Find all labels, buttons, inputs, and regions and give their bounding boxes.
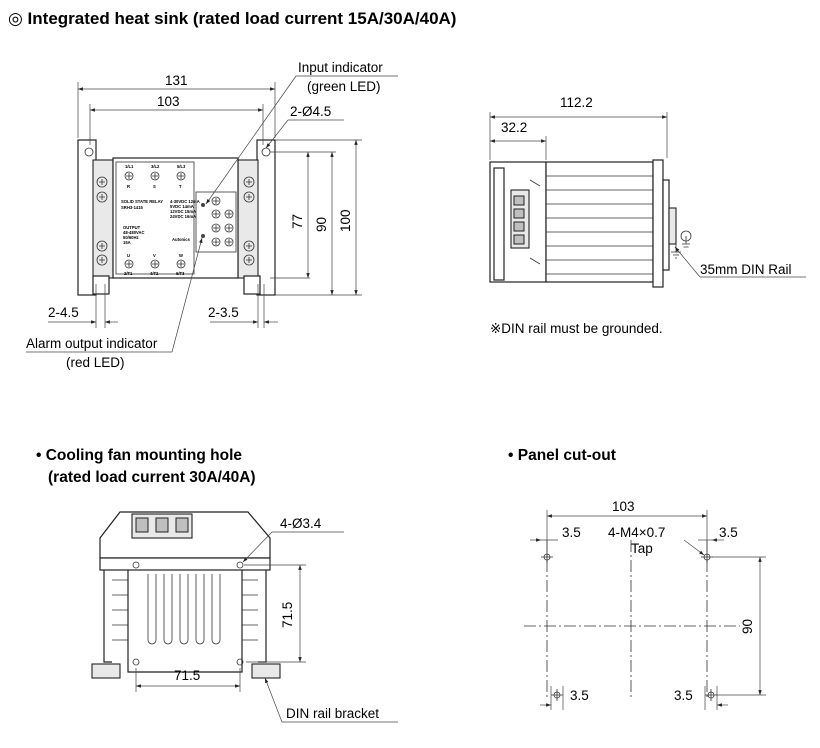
fan-fins (112, 570, 258, 662)
terminal-label-2: 2/T1 (124, 271, 133, 276)
page-title: ◎ Integrated heat sink (rated load curre… (8, 9, 456, 28)
cutout-bottom-left-dim: 3.5 (570, 688, 589, 703)
dim-2-3-5: 2-3.5 (208, 305, 239, 320)
grounding-note: ※DIN rail must be grounded. (490, 321, 663, 336)
device-header: SOLID STATE RELAY (121, 199, 163, 204)
dim-90: 90 (314, 217, 329, 232)
din-rail-label: 35mm DIN Rail (700, 262, 792, 277)
green-led-icon (201, 203, 205, 207)
terminal-label-5: 5/L3 (177, 164, 186, 169)
heat-sink-fins (545, 161, 654, 283)
top-terminals: 1/L1 3/L2 5/L3 R S T (124, 164, 186, 189)
left-bracket (77, 139, 114, 296)
dim-112-2: 112.2 (560, 95, 593, 110)
cutout-heading: • Panel cut-out (508, 447, 616, 464)
phase-letter-r: R (127, 184, 130, 189)
red-led-icon (201, 234, 205, 238)
input-spec-3: 12VDC 15mA (170, 209, 196, 214)
terminal-label-3: 3/L2 (151, 164, 160, 169)
cutout-right-margin: 3.5 (719, 525, 738, 540)
dim-77: 77 (290, 214, 305, 229)
tap-spec-label: 4-M4×0.7 (608, 525, 665, 540)
phase-letter-t: T (179, 184, 182, 189)
output-line-2: 48-480VAC (123, 230, 145, 235)
brand-logo: Autonics (172, 237, 191, 242)
bottom-terminals: U V W 2/T1 4/T2 6/T3 (124, 253, 186, 276)
din-bracket-right (251, 663, 281, 679)
cutout-dim-103: 103 (612, 499, 635, 514)
right-bracket (237, 139, 276, 296)
dim-32-2: 32.2 (501, 120, 527, 135)
input-spec-1: 4-30VDC 12mA (170, 199, 200, 204)
din-bracket-label: DIN rail bracket (286, 706, 379, 721)
front-dimensions: 131 103 77 90 100 2-Ø4.5 2-4.5 2-3.5 Inp… (26, 60, 398, 370)
terminal-label-4: 4/T2 (150, 271, 159, 276)
dim-2-4-5: 2-4.5 (48, 305, 79, 320)
terminal-label-1: 1/L1 (125, 164, 134, 169)
fan-dim-71-5-vertical: 71.5 (280, 602, 295, 628)
fan-heading: • Cooling fan mounting hole (36, 447, 242, 464)
input-spec-2: 5VDC 14mA (170, 204, 194, 209)
cutout-bottom-right-dim: 3.5 (674, 688, 693, 703)
fan-dim-71-5-horizontal: 71.5 (174, 668, 200, 683)
tap-label: Tap (631, 541, 653, 556)
cooling-fan-section: • Cooling fan mounting hole (rated load … (36, 447, 398, 723)
phase-letter-v: V (153, 253, 156, 258)
panel-cutout-section: • Panel cut-out 103 3.5 3.5 4-M4×0.7 Tap… (508, 447, 766, 710)
front-view: 1/L1 3/L2 5/L3 R S T SOLID STATE RELAY S… (26, 60, 398, 370)
alarm-indicator-label: Alarm output indicator (26, 336, 158, 351)
input-terminal-block (195, 191, 237, 253)
cutout-left-margin: 3.5 (562, 525, 581, 540)
din-bracket-left (91, 663, 121, 679)
phase-letter-w: W (179, 253, 183, 258)
device-model: SRH3-1415 (121, 205, 144, 210)
input-indicator-sublabel: (green LED) (307, 79, 381, 94)
output-line-4: 15A (123, 240, 131, 245)
earth-ground-icon (682, 236, 690, 248)
tap-holes (541, 551, 717, 701)
output-line-1: OUTPUT (123, 225, 141, 230)
phase-letter-s: S (153, 184, 156, 189)
input-spec-4: 24VDC 16mA (170, 214, 196, 219)
ground-icon (671, 244, 681, 259)
dim-100: 100 (338, 209, 353, 232)
output-line-3: 50/60Hz (123, 235, 139, 240)
phase-letter-u: U (127, 253, 130, 258)
side-view: 112.2 32.2 35mm DIN Rail ※DIN rail must … (489, 95, 806, 336)
fan-holes-label: 4-Ø3.4 (280, 516, 322, 531)
dim-131: 131 (165, 73, 188, 88)
dim-103: 103 (157, 94, 180, 109)
dim-2-dia-4-5: 2-Ø4.5 (290, 104, 331, 119)
fan-subheading: (rated load current 30A/40A) (48, 469, 256, 486)
input-indicator-label: Input indicator (298, 60, 383, 75)
alarm-indicator-sublabel: (red LED) (66, 355, 125, 370)
cutout-dim-90: 90 (740, 619, 755, 634)
terminal-label-6: 6/T3 (176, 271, 185, 276)
din-rail (668, 207, 677, 245)
